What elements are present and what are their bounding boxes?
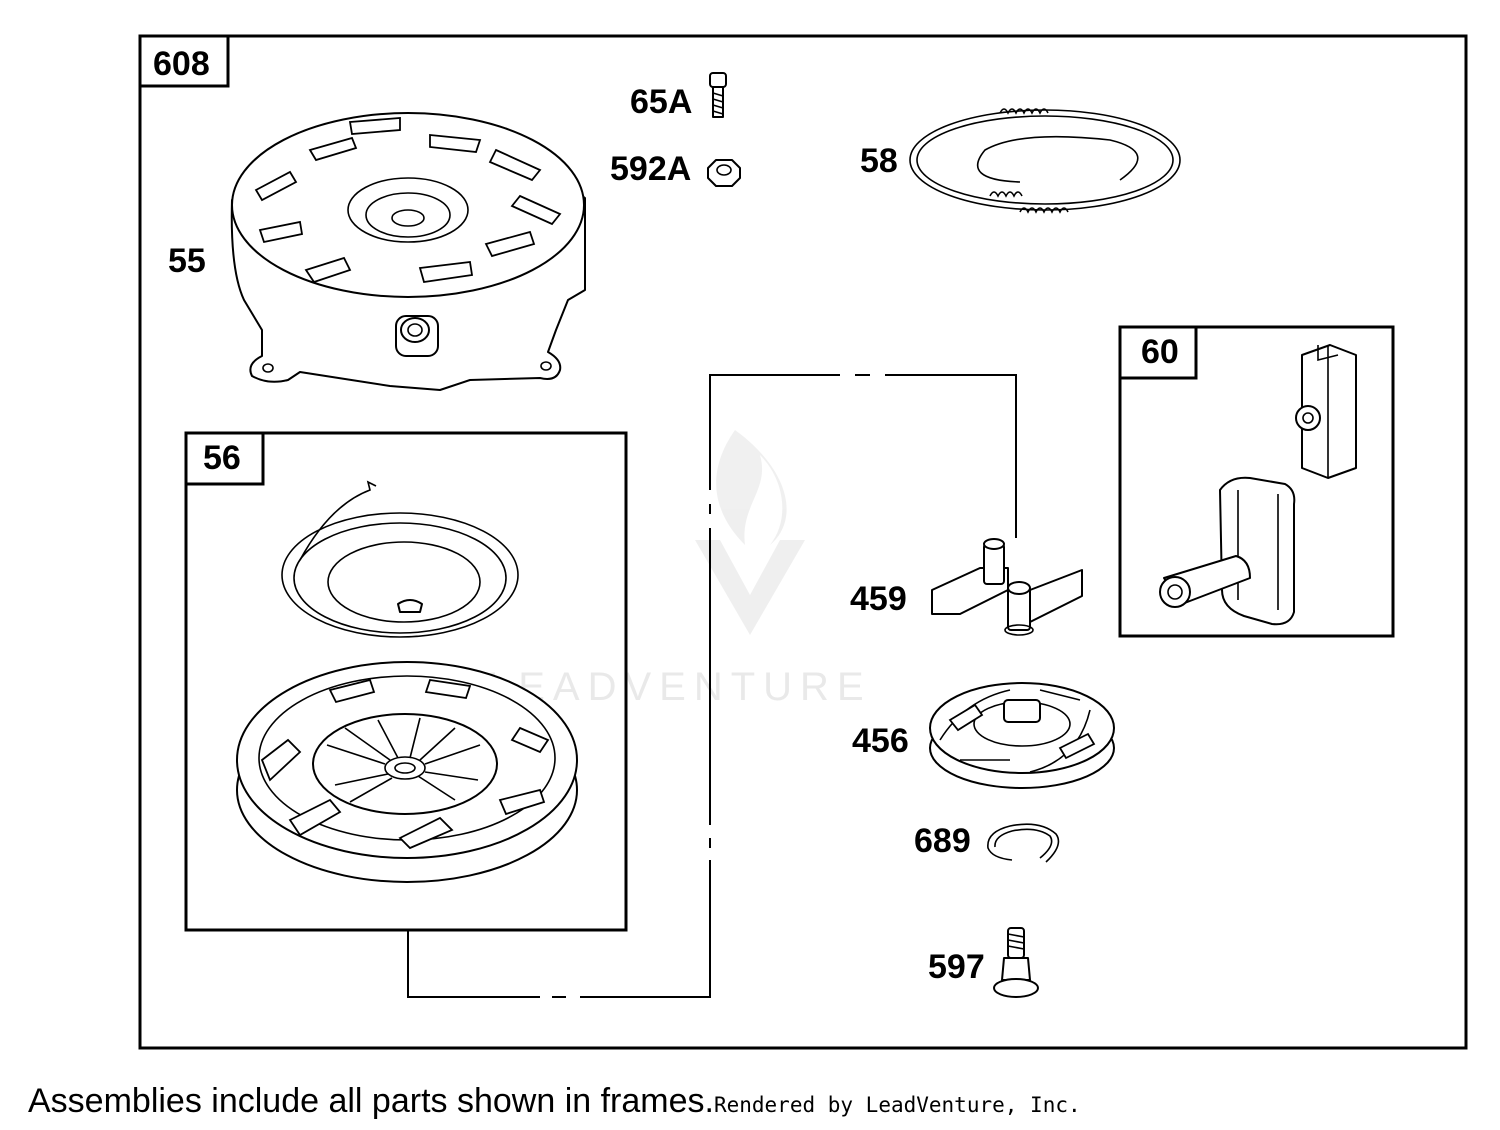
pawl-part-459 <box>931 538 1083 636</box>
group-connector <box>407 374 1017 998</box>
subassembly-number-60: 60 <box>1141 333 1179 371</box>
callout-689: 689 <box>914 822 971 860</box>
assembly-number: 608 <box>153 45 210 83</box>
starter-pulley <box>236 661 578 883</box>
subassembly-frame-56 <box>184 431 628 932</box>
nut-part-592a <box>707 159 741 187</box>
leadventure-watermark: LEADVENTURE <box>488 430 872 709</box>
assembly-tag-box <box>138 34 230 88</box>
ratchet-part-456 <box>929 682 1115 789</box>
starter-housing-part-55 <box>230 112 586 391</box>
parts-diagram: LEADVENTURE 608 56 60 <box>138 34 1468 1050</box>
rope-handle <box>1159 476 1296 626</box>
callout-459: 459 <box>850 580 907 618</box>
callout-592a: 592A <box>610 150 691 188</box>
subassembly-frame-60 <box>1118 325 1395 638</box>
callout-456: 456 <box>852 722 909 760</box>
rewind-spring <box>281 480 519 638</box>
footer: Assemblies include all parts shown in fr… <box>28 1082 1081 1121</box>
callout-58: 58 <box>860 142 898 180</box>
watermark-text: LEADVENTURE <box>488 665 872 709</box>
screw-part-65a <box>709 72 727 118</box>
render-credit: Rendered by LeadVenture, Inc. <box>713 1093 1081 1117</box>
starter-rope-part-58 <box>909 108 1181 214</box>
retaining-ring-part-689 <box>987 823 1060 863</box>
subassembly-number-56: 56 <box>203 439 241 477</box>
callout-55: 55 <box>168 242 206 280</box>
callout-597: 597 <box>928 948 985 986</box>
subassembly-tag-box-56 <box>184 431 265 486</box>
callout-65a: 65A <box>630 83 692 121</box>
assembly-frame-608 <box>138 34 1468 1050</box>
rope-handle-insert <box>1295 344 1357 479</box>
shoulder-screw-part-597 <box>993 927 1039 998</box>
assemblies-note: Assemblies include all parts shown in fr… <box>28 1082 714 1120</box>
subassembly-tag-box-60 <box>1118 325 1198 380</box>
